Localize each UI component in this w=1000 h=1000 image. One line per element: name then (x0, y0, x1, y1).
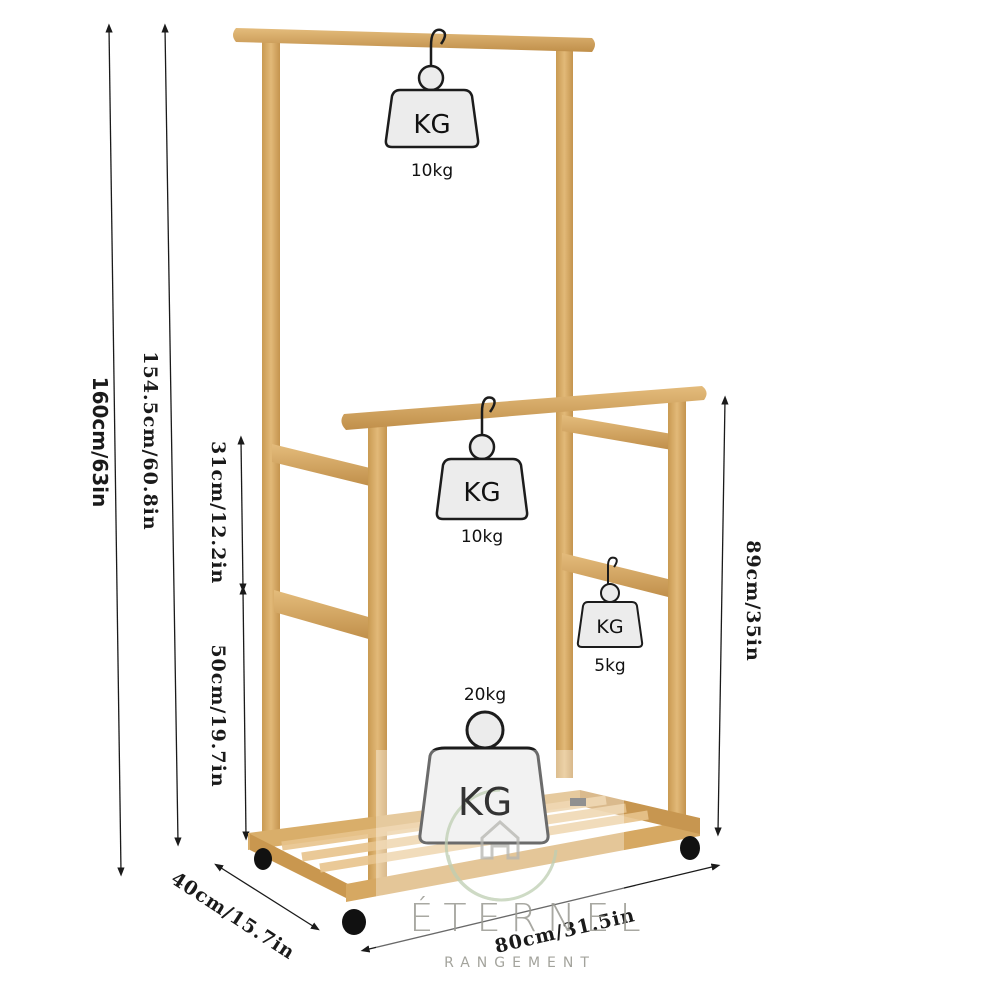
watermark-overlay (376, 750, 624, 1000)
upper-gap-label: 31cm/12.2in (207, 441, 229, 585)
weight-icon-side (576, 556, 644, 648)
top-bar-height-label: 154.5cm/60.8in (139, 351, 161, 531)
width-line (360, 863, 721, 953)
weight-icon-middle (435, 396, 529, 521)
lower-rack-height-line (714, 395, 729, 837)
lower-gap-line (239, 585, 250, 841)
dimension-lines (105, 23, 729, 953)
capacity-middle: 10kg (460, 527, 504, 547)
total-height-label: 160cm/63in (88, 376, 112, 508)
total-height-line (105, 23, 125, 877)
kg-label-top: KG (413, 110, 451, 140)
depth-line (214, 863, 320, 931)
lower-gap-label: 50cm/19.7in (207, 644, 229, 788)
kg-label-middle: KG (463, 478, 501, 508)
brand-logo-icon (444, 788, 558, 902)
weight-icon-top (384, 28, 480, 149)
top-bar-height-line (161, 23, 182, 847)
kg-label-side: KG (596, 616, 624, 638)
kg-label-bottom: KG (457, 780, 513, 824)
capacity-side: 5kg (594, 656, 626, 676)
lower-rack-height-label: 89cm/35in (742, 540, 764, 662)
brand-name: ÉTERNEL (409, 896, 651, 940)
upper-gap-line (237, 435, 247, 593)
capacity-bottom: 20kg (463, 685, 507, 705)
brand-tagline: RANGEMENT (444, 955, 596, 971)
capacity-top: 10kg (410, 161, 454, 181)
